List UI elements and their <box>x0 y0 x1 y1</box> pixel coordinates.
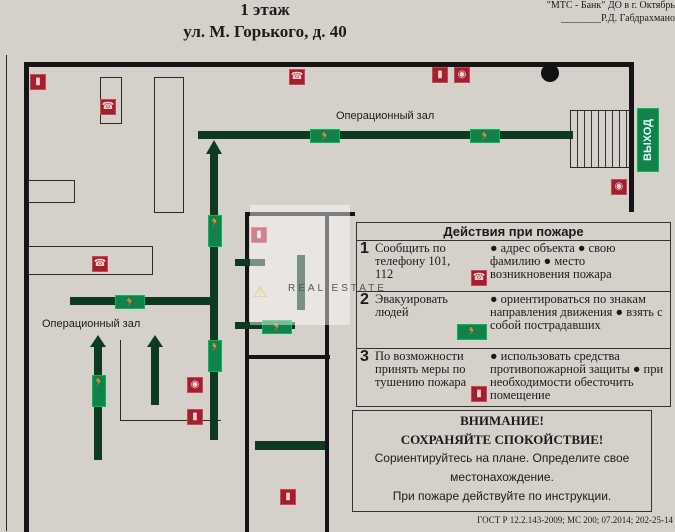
row-number: 2 <box>360 291 369 308</box>
partition <box>120 340 221 421</box>
wall <box>629 62 634 212</box>
fire-extinguisher-icon: ▮ <box>252 228 266 242</box>
emergency-exit-icon: 🏃 <box>310 129 340 143</box>
attention-heading: СОХРАНЯЙТЕ СПОКОЙСТВИЕ! <box>400 432 604 447</box>
wall <box>0 55 7 531</box>
emergency-exit-icon: 🏃 <box>208 340 222 372</box>
action-details: ● адрес объекта ● свою фамилию ● место в… <box>490 241 616 281</box>
arrow-head <box>90 335 106 347</box>
floor-title: 1 этаж <box>240 0 290 19</box>
evacuation-arrow <box>198 131 573 139</box>
high-voltage-icon: ⚠ <box>253 284 268 301</box>
exit-sign: ВЫХОД <box>637 108 659 172</box>
smoke-detector-icon <box>541 64 559 82</box>
evacuation-arrow <box>255 441 325 450</box>
action-text: Эвакуировать людей <box>375 292 448 319</box>
attention-heading: ВНИМАНИЕ! <box>460 413 544 428</box>
fire-extinguisher-icon: ▮ <box>472 387 486 401</box>
actions-title: Действия при пожаре <box>357 223 670 241</box>
attention-text: При пожаре действуйте по инструкции. <box>392 489 612 503</box>
furniture <box>28 180 75 203</box>
fire-alarm-icon: ◉ <box>188 378 202 392</box>
room-label: Операционный зал <box>42 318 141 330</box>
fire-extinguisher-icon: ▮ <box>31 75 45 89</box>
watermark-logo: REAL ESTATE <box>250 205 384 325</box>
emergency-exit-icon: 🏃 <box>470 129 500 143</box>
emergency-exit-icon: 🏃 <box>115 295 145 309</box>
room-label: Операционный зал <box>336 110 435 122</box>
evacuation-arrow <box>297 255 305 310</box>
attention-text: Сориентируйтесь на плане. Определите сво… <box>374 451 630 465</box>
fire-alarm-icon: ◉ <box>455 68 469 82</box>
furniture <box>154 77 184 213</box>
arrow-head <box>206 140 222 154</box>
staircase <box>570 110 629 168</box>
organization: "МТС - Банк" ДО в г. Октябрь <box>546 0 675 11</box>
emergency-exit-icon: 🏃 <box>92 375 106 407</box>
action-text: По возможности принять меры по тушению п… <box>375 349 467 389</box>
attention-text: местонахождение. <box>450 470 554 484</box>
fire-extinguisher-icon: ▮ <box>281 490 295 504</box>
phone-icon: ☎ <box>93 257 107 271</box>
address-title: ул. М. Горького, д. 40 <box>183 22 347 41</box>
action-row: 2 Эвакуировать людей 🏃 ● ориентироваться… <box>357 292 670 349</box>
wall <box>245 212 249 532</box>
wall <box>245 212 355 216</box>
evacuation-arrow <box>210 150 218 440</box>
watermark-text: REAL ESTATE <box>288 283 387 294</box>
evacuation-arrow <box>151 345 159 405</box>
furniture <box>28 246 153 275</box>
fire-alarm-icon: ◉ <box>612 180 626 194</box>
attention-box: ВНИМАНИЕ! СОХРАНЯЙТЕ СПОКОЙСТВИЕ! Сориен… <box>352 410 652 512</box>
wall <box>245 355 330 359</box>
phone-icon: ☎ <box>472 271 486 285</box>
furniture <box>100 77 122 124</box>
phone-icon: ☎ <box>101 100 115 114</box>
wall <box>24 62 29 532</box>
action-row: 3 По возможности принять меры по тушению… <box>357 349 670 405</box>
standard-reference: ГОСТ Р 12.2.143-2009; МС 200; 07.2014; 2… <box>477 515 673 525</box>
emergency-exit-icon: 🏃 <box>208 215 222 247</box>
arrow-head <box>147 335 163 347</box>
wall <box>24 62 634 67</box>
action-details: ● ориентироваться по знакам направления … <box>490 292 663 332</box>
emergency-exit-icon: 🏃 <box>457 324 487 340</box>
row-number: 1 <box>360 240 369 257</box>
phone-icon: ☎ <box>290 70 304 84</box>
fire-actions-table: Действия при пожаре 1 Сообщить по телефо… <box>356 222 671 407</box>
fire-extinguisher-icon: ▮ <box>433 68 447 82</box>
emergency-exit-icon: 🏃 <box>262 320 292 334</box>
fire-extinguisher-icon: ▮ <box>188 410 202 424</box>
action-text: Сообщить по телефону 101, 112 <box>375 241 451 281</box>
action-details: ● использовать средства противопожарной … <box>490 349 664 402</box>
evacuation-arrow <box>235 259 265 266</box>
signature-line: ________Р.Д. Габдрахмано <box>560 13 675 24</box>
action-row: 1 Сообщить по телефону 101, 112 ☎ ● адре… <box>357 241 670 292</box>
wall <box>325 212 329 532</box>
row-number: 3 <box>360 348 369 365</box>
